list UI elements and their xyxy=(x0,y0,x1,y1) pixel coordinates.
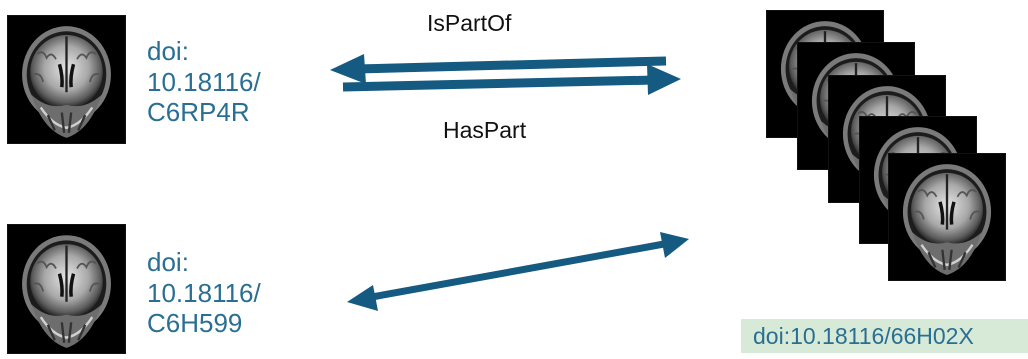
dataset-doi-label: doi:10.18116/66H02X xyxy=(741,319,1028,353)
mri-scan-image-top xyxy=(7,15,126,144)
is-part-of-arrow xyxy=(330,54,667,84)
mri-brain-slice-stack-icon xyxy=(889,154,1005,280)
mri-scan-image-bottom xyxy=(7,224,126,354)
doi-label-top: doi: 10.18116/ C6RP4R xyxy=(147,36,261,128)
has-part-arrow xyxy=(342,64,681,95)
relation-label-has-part: HasPart xyxy=(443,117,527,143)
dataset-scan-5 xyxy=(888,153,1006,281)
bidirectional-arrow xyxy=(347,232,689,311)
doi-label-bottom: doi: 10.18116/ C6H599 xyxy=(147,247,261,339)
relation-label-is-part-of: IsPartOf xyxy=(427,10,512,36)
